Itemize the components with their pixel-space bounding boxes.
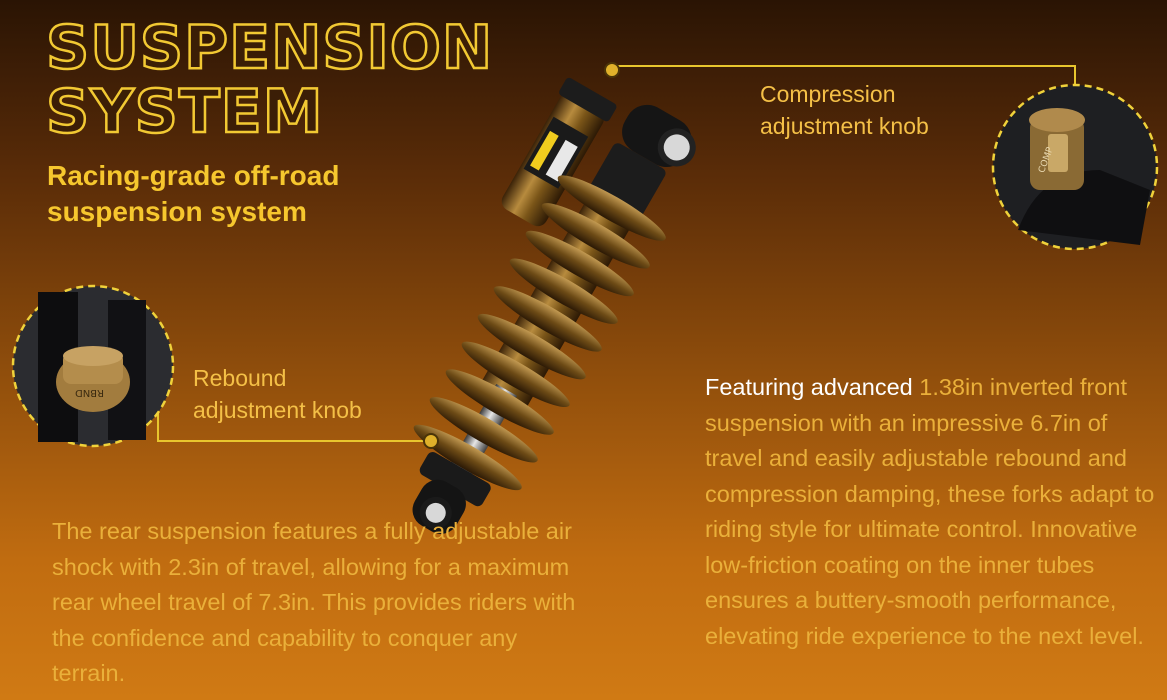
front-description-lead: Featuring advanced [705, 374, 913, 400]
front-suspension-description: Featuring advanced 1.38in inverted front… [705, 370, 1165, 654]
headline-line-2: SYSTEM [45, 77, 324, 147]
compression-leader-line [612, 65, 1076, 90]
rear-suspension-description: The rear suspension features a fully adj… [52, 518, 576, 686]
page-subheadline: Racing-grade off-road suspension system [47, 160, 340, 227]
page-headline: SUSPENSION SYSTEM [45, 13, 494, 147]
compression-knob-label: Compression adjustment knob [760, 81, 929, 139]
rebound-knob-text: RBND [75, 387, 104, 398]
rebound-knob-marker [423, 433, 439, 449]
compression-knob-detail: COMP [991, 83, 1159, 251]
rebound-knob-label: Rebound adjustment knob [193, 365, 362, 423]
coil-spring [413, 175, 666, 491]
headline-line-1: SUSPENSION [45, 13, 494, 83]
shock-absorber [412, 77, 696, 534]
rebound-knob-detail: RBND [11, 284, 175, 448]
compression-knob-marker [604, 62, 620, 78]
front-description-body: 1.38in inverted front suspension with an… [705, 374, 1155, 649]
